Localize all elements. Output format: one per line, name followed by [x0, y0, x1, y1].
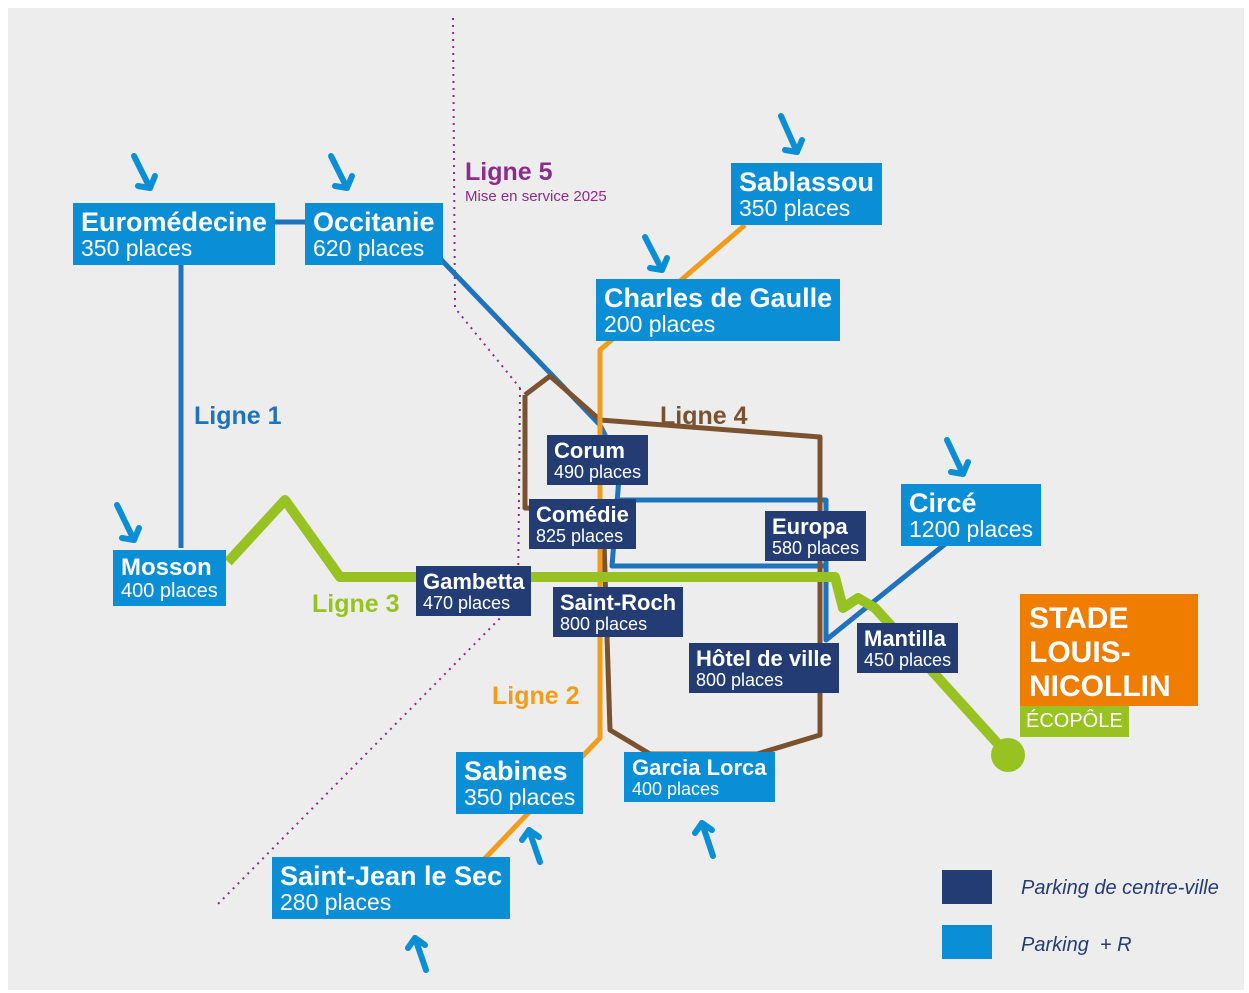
parking-saint-jean-le-sec: Saint-Jean le Sec 280 places: [272, 857, 511, 919]
legend-label-centre-ville: Parking de centre-ville: [1021, 877, 1219, 899]
stade-louis-nicollin: STADE LOUIS- NICOLLIN: [1020, 594, 1198, 706]
parking-places: 350 places: [464, 784, 576, 810]
parking-saint-roch: Saint-Roch 800 places: [553, 587, 684, 637]
ligne3-label: Ligne 3: [312, 590, 400, 618]
parking-places: 400 places: [632, 779, 720, 799]
parking-comedie: Comédie 825 places: [529, 499, 636, 549]
parking-name: Mosson: [121, 554, 212, 581]
legend-swatch-parking-r: [942, 925, 992, 959]
parking-name: Gambetta: [423, 569, 525, 594]
parking-name: Europa: [772, 514, 848, 539]
ligne2-label: Ligne 2: [492, 682, 580, 710]
parking-euromedecine: Euromédecine 350 places: [73, 203, 276, 265]
parking-places: 825 places: [536, 526, 624, 546]
parking-name: Saint-Roch: [560, 590, 677, 615]
parking-occitanie: Occitanie 620 places: [305, 203, 443, 265]
parking-name: Occitanie: [313, 207, 435, 237]
parking-places: 490 places: [554, 462, 642, 482]
ligne5-route: [452, 17, 521, 389]
ligne1-branch: [823, 518, 977, 643]
ecopole-label: ÉCOPÔLE: [1020, 706, 1129, 737]
parking-name: Garcia Lorca: [632, 755, 767, 780]
legend-label-parking-r: Parking + R: [1021, 934, 1132, 956]
parking-hotel-de-ville: Hôtel de ville 800 places: [689, 643, 839, 693]
entry-arrow-sablassou: [778, 113, 805, 155]
parking-places: 400 places: [121, 580, 218, 602]
ligne1-label: Ligne 1: [194, 402, 282, 430]
entry-arrow-circe: [944, 437, 971, 477]
parking-places: 800 places: [696, 670, 784, 690]
ligne4-label: Ligne 4: [660, 402, 748, 430]
entry-arrow-garcia-lorca: [692, 820, 716, 859]
ligne5-note: Mise en service 2025: [465, 188, 607, 205]
entry-arrow-euromedecine: [131, 153, 158, 191]
parking-places: 580 places: [772, 538, 860, 558]
parking-circe: Circé 1200 places: [901, 484, 1042, 546]
parking-places: 470 places: [423, 593, 511, 613]
parking-mantilla: Mantilla 450 places: [857, 623, 959, 673]
entry-arrow-sabines: [519, 827, 543, 865]
ligne3-route: [224, 495, 1012, 759]
ligne5-label: Ligne 5: [465, 158, 553, 186]
parking-name: Comédie: [536, 502, 629, 527]
parking-name: Circé: [909, 488, 977, 518]
parking-europa: Europa 580 places: [765, 511, 867, 561]
parking-gambetta: Gambetta 470 places: [416, 566, 532, 616]
parking-charles-de-gaulle: Charles de Gaulle 200 places: [596, 279, 841, 341]
parking-mosson: Mosson 400 places: [113, 550, 226, 606]
stade-line-1: STADE: [1029, 602, 1129, 635]
parking-places: 800 places: [560, 614, 648, 634]
parking-corum: Corum 490 places: [547, 435, 649, 485]
parking-garcia-lorca: Garcia Lorca 400 places: [624, 752, 775, 802]
parking-places: 200 places: [604, 311, 716, 337]
parking-name: Saint-Jean le Sec: [280, 861, 503, 891]
parking-places: 350 places: [81, 235, 193, 261]
parking-sabines: Sabines 350 places: [456, 752, 584, 814]
parking-places: 450 places: [864, 650, 952, 670]
parking-places: 620 places: [313, 235, 425, 261]
entry-arrow-occitanie: [328, 153, 355, 191]
parking-places: 1200 places: [909, 516, 1034, 542]
parking-name: Sabines: [464, 756, 568, 786]
stade-line-3: NICOLLIN: [1029, 670, 1171, 703]
parking-sablassou: Sablassou 350 places: [731, 163, 883, 225]
stade-line-2: LOUIS-: [1029, 636, 1131, 669]
ligne3-terminus: [991, 738, 1025, 772]
parking-name: Euromédecine: [81, 207, 268, 237]
parking-places: 280 places: [280, 889, 392, 915]
entry-arrow-mosson: [114, 502, 142, 543]
parking-name: Corum: [554, 438, 625, 463]
parking-name: Sablassou: [739, 167, 875, 197]
entry-arrow-saint-jean: [405, 935, 429, 973]
parking-name: Charles de Gaulle: [604, 283, 833, 313]
ligne5-route-south: [215, 387, 521, 907]
parking-name: Hôtel de ville: [696, 646, 832, 671]
parking-name: Mantilla: [864, 626, 946, 651]
legend-swatch-centre-ville: [942, 870, 992, 904]
parking-places: 350 places: [739, 195, 851, 221]
entry-arrow-charles-de-gaulle: [642, 234, 670, 273]
